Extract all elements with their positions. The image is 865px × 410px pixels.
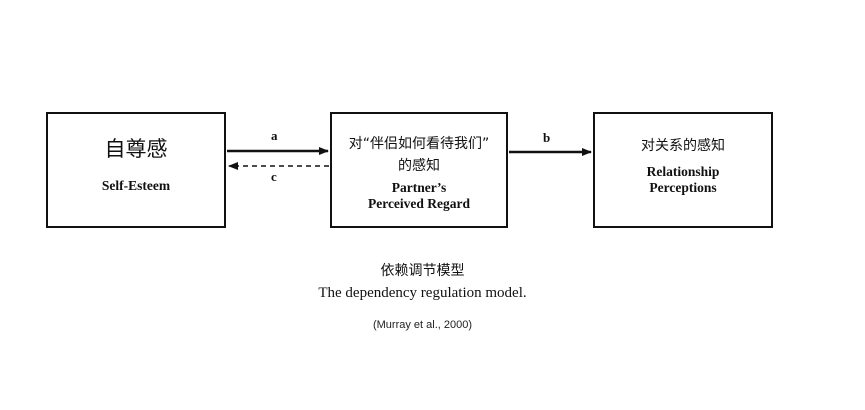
node-partner-regard: 对“伴侣如何看待我们” 的感知 Partner’s Perceived Rega…: [330, 112, 508, 228]
partner-regard-label-en-line2: Perceived Regard: [367, 196, 471, 211]
caption-en: The dependency regulation model.: [318, 285, 527, 301]
caption-zh: 依赖调节模型: [380, 263, 465, 279]
edge-label-b: b: [543, 130, 551, 145]
node-self-esteem: 自尊感 Self-Esteem: [46, 112, 226, 228]
self-esteem-label-zh: 自尊感: [104, 137, 168, 161]
relationship-label-zh: 对关系的感知: [641, 138, 725, 154]
self-esteem-label-en: Self-Esteem: [101, 178, 171, 193]
citation: (Murray et al., 2000): [372, 319, 473, 331]
relationship-label-en-line2: Perceptions: [649, 180, 717, 195]
partner-regard-label-en-line1: Partner’s: [391, 180, 447, 195]
edge-label-c: c: [271, 169, 277, 184]
partner-regard-label-zh-line1: 对“伴侣如何看待我们”: [348, 136, 490, 152]
node-relationship-perceptions: 对关系的感知 Relationship Perceptions: [593, 112, 773, 228]
relationship-label-en-line1: Relationship: [646, 164, 720, 179]
partner-regard-label-zh-line2: 的感知: [398, 158, 440, 174]
edge-label-a: a: [271, 128, 278, 143]
